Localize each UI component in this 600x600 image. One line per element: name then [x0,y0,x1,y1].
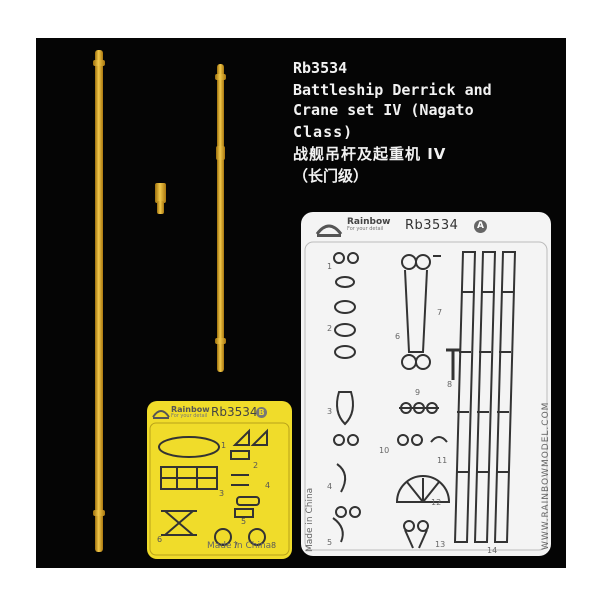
part-number: 13 [435,540,446,549]
part-number: 4 [265,481,271,490]
part-number: 8 [271,541,277,550]
part-number: 7 [233,541,239,550]
fret-b-brand: Rainbow [171,405,210,414]
long-rod [93,50,105,552]
part-number: 7 [437,308,443,317]
part-number: 10 [379,446,390,455]
fret-a-code: Rb3534 [405,218,459,233]
part-number: 2 [253,461,259,470]
part-number: 12 [431,498,442,507]
product-code: Rb3534 [293,59,348,77]
fret-a-brand: Rainbow [347,217,391,227]
fret-a-parts [304,224,548,551]
fret-b-letter: B [256,407,267,418]
title-line-3: Class) [293,123,354,141]
fret-b-parts [149,410,290,556]
title-chinese: 战舰吊杆及起重机 IV [293,145,447,163]
fret-a-website: WWW.RAINBOWMODEL.COM [541,401,551,550]
title-chinese-sub: （长门级） [293,167,369,185]
part-number: 6 [157,535,163,544]
part-number: 1 [327,262,333,271]
part-number: 6 [395,332,401,341]
part-number: 8 [447,380,453,389]
part-number: 11 [437,456,448,465]
brass-derrick-rods [93,50,226,552]
part-number: 2 [327,324,333,333]
title-line-2: Crane set IV (Nagato [293,101,474,119]
part-number: 9 [415,388,421,397]
fret-a-letter: A [474,220,487,233]
part-number: 1 [221,441,227,450]
part-number: 4 [327,482,333,491]
fret-b-made-in: Made in China [207,541,272,551]
fret-a: Rainbow For your detail Rb3534 A 1 2 3 4… [301,212,551,556]
fret-a-made-in: Made in China [305,487,315,552]
small-fitting [155,183,166,214]
fret-a-tagline: For your detail [347,226,384,232]
fret-b-tagline: For your detail [171,413,208,419]
title-line-1: Battleship Derrick and [293,81,492,99]
fret-b: Rainbow For your detail Rb3534 B 1 2 3 4… [147,401,292,559]
part-number: 5 [327,538,333,547]
medium-rod [215,64,226,372]
part-number: 5 [241,517,247,526]
part-number: 3 [219,489,225,498]
part-number: 3 [327,407,333,416]
fret-b-code: Rb3534 [211,405,258,419]
product-photo: Rb3534 Battleship Derrick and Crane set … [36,38,566,568]
part-number: 14 [487,546,498,555]
